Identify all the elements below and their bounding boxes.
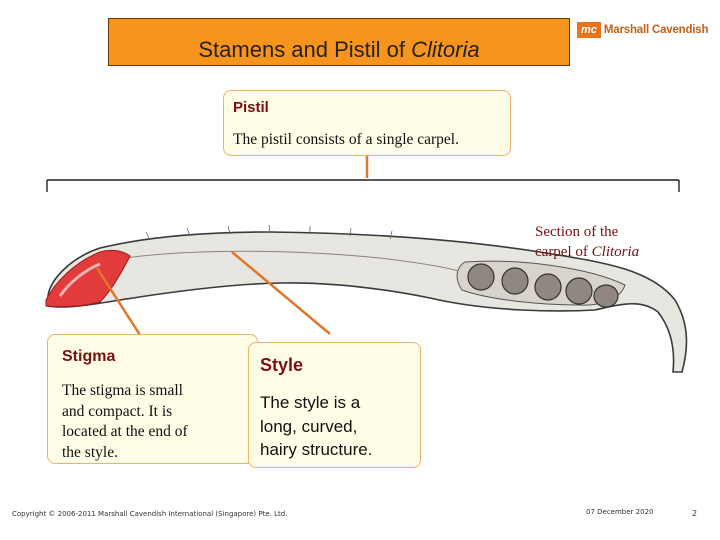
page-number: 2	[692, 509, 698, 518]
stigma-tip	[45, 249, 131, 308]
footer-date: 07 December 2020	[586, 508, 654, 516]
brand-mark: mc	[577, 22, 601, 38]
stigma-text: The stigma is small and compact. It is l…	[62, 381, 188, 463]
style-canal	[124, 250, 471, 276]
ovule	[565, 277, 593, 305]
style-hairs	[145, 224, 393, 241]
ovule	[501, 267, 529, 295]
slide-title-italic: Clitoria	[411, 37, 480, 62]
stigma-text-line: The stigma is small	[62, 382, 183, 399]
style-callout: Style The style is a long, curved, hairy…	[248, 342, 421, 468]
stigma-heading: Stigma	[62, 348, 116, 365]
section-label-line2: carpel of Clitoria	[535, 242, 685, 262]
stigma-text-line: the style.	[62, 443, 118, 461]
pistil-text: The pistil consists of a single carpel.	[233, 131, 459, 148]
style-text-line: The style is a	[260, 393, 361, 412]
brand-name: Marshall Cavendish	[603, 24, 709, 36]
section-label: Section of the carpel of Clitoria	[535, 222, 685, 262]
ovules	[467, 263, 619, 308]
section-label-italic: Clitoria	[591, 244, 640, 260]
ovule	[467, 263, 495, 291]
style-pointer	[231, 251, 331, 335]
style-text-line: long, curved,	[260, 416, 358, 436]
slide-title-main: Stamens and Pistil of	[198, 37, 412, 62]
pistil-heading: Pistil	[233, 99, 269, 116]
ovule	[534, 273, 562, 301]
brand-logo: mc Marshall Cavendish	[577, 22, 709, 38]
stigma-text-line: located at the end of	[62, 423, 188, 440]
ovule	[593, 284, 619, 308]
style-text: The style is a long, curved, hairy struc…	[260, 391, 372, 462]
stigma-callout: Stigma The stigma is small and compact. …	[47, 334, 258, 464]
style-text-line: hairy structure.	[260, 440, 373, 459]
pistil-bracket	[46, 179, 680, 192]
copyright-footer: Copyright © 2006-2011 Marshall Cavendish…	[12, 510, 288, 518]
pistil-callout: Pistil The pistil consists of a single c…	[223, 90, 511, 156]
style-heading: Style	[260, 355, 304, 375]
title-banner: Stamens and Pistil of Clitoria	[108, 18, 570, 66]
section-label-prefix: carpel of	[535, 244, 592, 260]
slide-title: Stamens and Pistil of Clitoria	[109, 37, 569, 63]
stigma-pointer	[95, 267, 142, 336]
section-label-line1: Section of the	[535, 224, 619, 240]
stigma-highlight	[58, 262, 101, 297]
stigma-text-line: and compact. It is	[62, 402, 173, 420]
